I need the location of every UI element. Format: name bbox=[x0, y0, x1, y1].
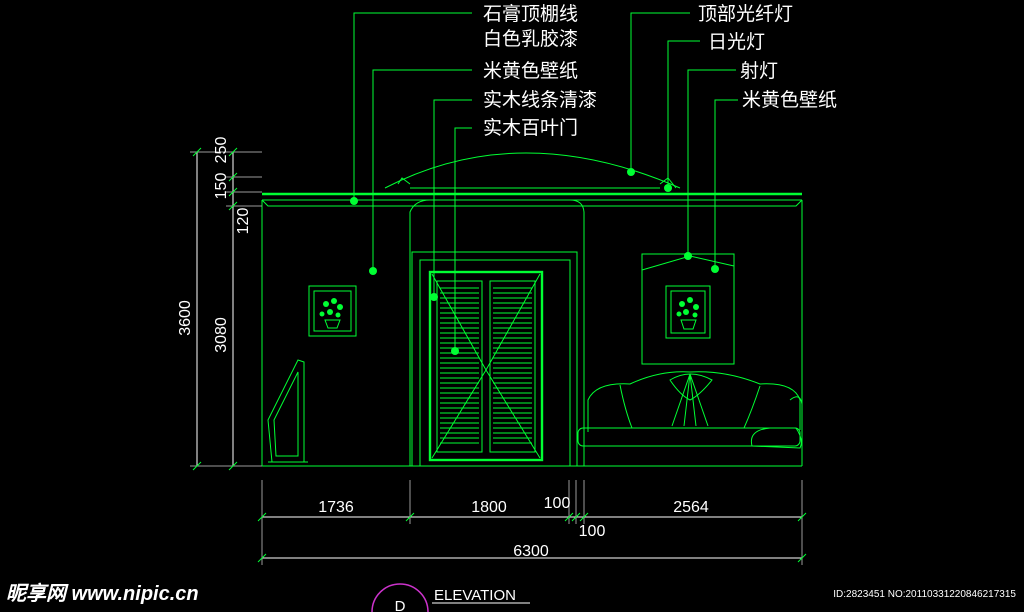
dim-label-120: 120 bbox=[235, 208, 252, 235]
right-picture-frame bbox=[665, 285, 711, 339]
right-picture-panel bbox=[641, 253, 735, 365]
tv-body bbox=[267, 359, 305, 463]
leader-dot bbox=[369, 267, 377, 275]
left-picture-mat bbox=[313, 290, 352, 332]
right-picture-mat bbox=[670, 290, 706, 334]
dim-label-150: 150 bbox=[213, 173, 230, 200]
flower-petal bbox=[692, 312, 698, 318]
flower-petal bbox=[323, 301, 329, 307]
flower-petal bbox=[331, 298, 337, 304]
door-assembly bbox=[411, 251, 578, 467]
leader-dot bbox=[451, 347, 459, 355]
leader-louvre-door bbox=[454, 127, 472, 351]
leader-dot bbox=[684, 252, 692, 260]
sofa-back-ornament bbox=[669, 373, 713, 401]
ceiling-arch bbox=[384, 152, 681, 189]
leader-dot bbox=[430, 293, 438, 301]
door-frame bbox=[428, 270, 544, 462]
dim-label-3600: 3600 bbox=[177, 300, 194, 336]
vertical-dimensions: 250 150 120 3600 3080 bbox=[177, 137, 262, 471]
label-louvre-door: 实木百叶门 bbox=[483, 117, 578, 139]
label-fluorescent: 日光灯 bbox=[708, 31, 765, 53]
door-bay-arch bbox=[409, 199, 585, 466]
television bbox=[267, 359, 308, 463]
ceiling-arch-inner bbox=[397, 177, 677, 189]
dim-label-1800: 1800 bbox=[471, 499, 507, 516]
louvre-slats bbox=[440, 287, 532, 444]
dim-label-2564: 2564 bbox=[673, 499, 709, 516]
label-gypsum-molding: 石膏顶棚线 bbox=[483, 2, 578, 25]
leader-dot bbox=[664, 184, 672, 192]
leader-lines bbox=[350, 12, 738, 355]
sofa-back-tufting bbox=[619, 373, 761, 429]
dim-tick bbox=[192, 147, 238, 471]
leader-fluorescent bbox=[667, 40, 700, 188]
flower-petal bbox=[693, 304, 699, 310]
leader-spotlight bbox=[687, 69, 736, 256]
elevation-letter: D bbox=[395, 598, 406, 612]
dim-label-100a: 100 bbox=[544, 495, 571, 512]
flower-petal bbox=[687, 297, 693, 303]
leader-wood-trim bbox=[433, 99, 472, 297]
ceiling bbox=[261, 152, 803, 207]
horizontal-dimensions: 1736 1800 100 2564 100 6300 bbox=[257, 480, 807, 565]
left-picture-flowers bbox=[319, 298, 343, 329]
sofa-right-side bbox=[789, 396, 803, 440]
leader-dot bbox=[711, 265, 719, 273]
label-fiber-light: 顶部光纤灯 bbox=[698, 3, 793, 25]
label-wood-trim: 实木线条清漆 bbox=[483, 89, 597, 111]
right-door-leaf bbox=[489, 280, 536, 453]
ceiling-cornice bbox=[261, 199, 803, 207]
dim-label-100b: 100 bbox=[579, 523, 606, 540]
leader-gypsum bbox=[353, 12, 472, 201]
label-beige-wallpaper-left: 米黄色壁纸 bbox=[483, 60, 578, 82]
label-spotlight: 射灯 bbox=[740, 60, 778, 82]
dim-label-1736: 1736 bbox=[318, 499, 354, 516]
sofa bbox=[577, 371, 803, 466]
annotation-labels: 石膏顶棚线 白色乳胶漆 米黄色壁纸 实木线条清漆 实木百叶门 顶部光纤灯 日光灯… bbox=[483, 2, 837, 139]
sofa-back bbox=[587, 371, 801, 432]
watermark: 昵享网 www.nipic.cn ID:2823451 NO:201103312… bbox=[6, 582, 1016, 605]
watermark-site: 昵享网 www.nipic.cn bbox=[6, 582, 199, 605]
flower-petal bbox=[337, 304, 343, 310]
leader-wallpaper-left bbox=[372, 69, 472, 271]
elevation-label: ELEVATION bbox=[434, 587, 516, 604]
leader-dot bbox=[627, 168, 635, 176]
flower-petal bbox=[679, 301, 685, 307]
dim-label-6300: 6300 bbox=[513, 543, 549, 560]
right-picture bbox=[641, 253, 735, 365]
watermark-id: ID:2823451 NO:20110331220846217315 bbox=[833, 589, 1016, 600]
left-door-leaf bbox=[436, 280, 483, 453]
dim-label-250: 250 bbox=[213, 137, 230, 164]
door-swing-right bbox=[485, 273, 541, 459]
elevation-circle bbox=[371, 583, 429, 612]
flower-petal bbox=[327, 309, 333, 315]
dim-tick bbox=[257, 512, 807, 563]
right-picture-flowers bbox=[676, 297, 699, 330]
dim-label-3080: 3080 bbox=[213, 317, 230, 353]
leader-fiber-light bbox=[630, 12, 690, 172]
flower-petal bbox=[683, 309, 689, 315]
sofa-right-arm bbox=[750, 427, 802, 449]
flower-vase bbox=[324, 319, 341, 329]
flower-petal bbox=[335, 312, 341, 318]
label-white-latex: 白色乳胶漆 bbox=[483, 28, 578, 50]
flower-petal bbox=[319, 311, 325, 317]
leader-wallpaper-right bbox=[714, 99, 738, 269]
flower-petal bbox=[676, 311, 682, 317]
left-picture bbox=[308, 285, 357, 337]
tv-screen bbox=[273, 371, 299, 457]
left-picture-frame bbox=[308, 285, 357, 337]
label-beige-wallpaper-right: 米黄色壁纸 bbox=[742, 89, 837, 111]
door-casing-inner bbox=[419, 259, 571, 467]
leader-dot bbox=[350, 197, 358, 205]
elevation-marker: D ELEVATION bbox=[371, 583, 530, 612]
sofa-seat bbox=[577, 427, 801, 447]
door-swing-left bbox=[431, 273, 487, 459]
flower-vase bbox=[680, 319, 697, 330]
